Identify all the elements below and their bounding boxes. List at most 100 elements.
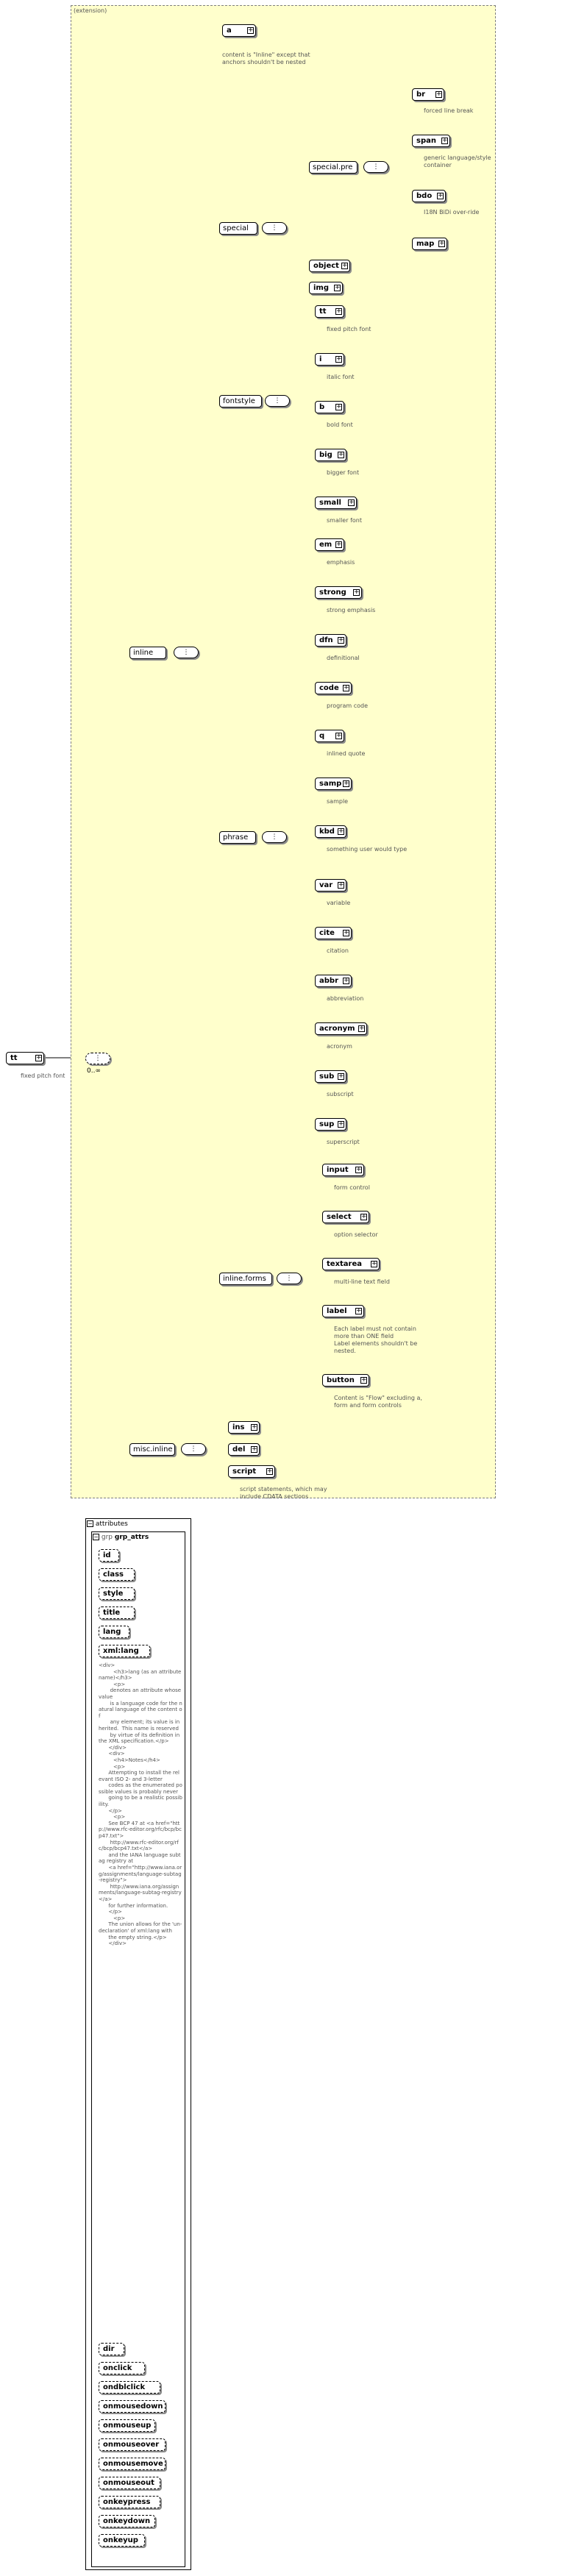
root-element-tt[interactable]: tt+ xyxy=(6,1052,44,1064)
element-bdo[interactable]: bdo+ xyxy=(412,190,446,202)
element-i[interactable]: i+ xyxy=(315,353,344,366)
attribute-ondblclick[interactable]: ondblclick xyxy=(99,2381,160,2394)
attribute-id[interactable]: id xyxy=(99,1549,119,1562)
collapse-icon[interactable]: − xyxy=(87,1520,93,1527)
expand-icon[interactable]: + xyxy=(338,828,344,835)
expand-icon[interactable]: + xyxy=(348,499,355,506)
expand-icon[interactable]: + xyxy=(338,1072,344,1080)
element-del[interactable]: del+ xyxy=(228,1443,260,1456)
expand-icon[interactable]: + xyxy=(338,636,344,644)
attributes-header[interactable]: − attributes xyxy=(87,1520,128,1529)
element-em[interactable]: em+ xyxy=(315,538,344,551)
element-span[interactable]: span+ xyxy=(412,135,450,147)
element-input[interactable]: input+ xyxy=(322,1164,364,1176)
element-br[interactable]: br+ xyxy=(412,88,444,101)
expand-icon[interactable]: + xyxy=(35,1054,42,1061)
expand-icon[interactable]: + xyxy=(343,929,349,936)
attribute-onmousedown[interactable]: onmousedown xyxy=(99,2400,166,2413)
expand-icon[interactable]: + xyxy=(335,732,342,739)
element-select[interactable]: select+ xyxy=(322,1211,369,1223)
expand-icon[interactable]: + xyxy=(358,1025,365,1032)
element-abbr[interactable]: abbr+ xyxy=(315,975,352,987)
attribute-title[interactable]: title xyxy=(99,1607,135,1619)
expand-icon[interactable]: + xyxy=(343,977,349,984)
group-phrase[interactable]: phrase xyxy=(219,831,256,844)
element-small[interactable]: small+ xyxy=(315,497,357,509)
expand-icon[interactable]: + xyxy=(343,684,349,691)
expand-icon[interactable]: + xyxy=(247,26,254,34)
choice-compositor-icon[interactable]: ⋮ xyxy=(262,831,287,843)
expand-icon[interactable]: + xyxy=(438,240,445,247)
attribute-group-header[interactable]: − grp grp_attrs xyxy=(93,1534,149,1541)
element-tt[interactable]: tt+ xyxy=(315,305,344,318)
element-sub[interactable]: sub+ xyxy=(315,1070,346,1083)
element-code[interactable]: code+ xyxy=(315,682,352,694)
choice-compositor-icon[interactable]: ⋮ xyxy=(277,1273,302,1284)
element-kbd[interactable]: kbd+ xyxy=(315,825,346,838)
group-inline-forms[interactable]: inline.forms xyxy=(219,1273,272,1285)
expand-icon[interactable]: + xyxy=(341,262,348,269)
expand-icon[interactable]: + xyxy=(338,451,344,458)
expand-icon[interactable]: + xyxy=(251,1445,257,1453)
attribute-onmousemove[interactable]: onmousemove xyxy=(99,2458,166,2470)
attribute-onkeydown[interactable]: onkeydown xyxy=(99,2515,155,2527)
element-map[interactable]: map+ xyxy=(412,238,447,250)
element-label[interactable]: label+ xyxy=(322,1305,364,1317)
element-a[interactable]: a+ xyxy=(222,24,256,37)
element-ins[interactable]: ins+ xyxy=(228,1421,260,1434)
expand-icon[interactable]: + xyxy=(334,284,341,291)
attribute-dir[interactable]: dir xyxy=(99,2343,124,2355)
expand-icon[interactable]: + xyxy=(441,137,448,144)
expand-icon[interactable]: + xyxy=(335,541,342,548)
element-samp[interactable]: samp+ xyxy=(315,778,352,790)
expand-icon[interactable]: + xyxy=(251,1423,257,1431)
attribute-onmouseover[interactable]: onmouseover xyxy=(99,2438,166,2451)
choice-compositor-icon[interactable]: ⋮ xyxy=(181,1443,206,1455)
element-button[interactable]: button+ xyxy=(322,1374,369,1387)
choice-compositor-icon[interactable]: ⋮ xyxy=(174,647,199,658)
attribute-xml-lang[interactable]: xml:lang xyxy=(99,1645,150,1657)
expand-icon[interactable]: + xyxy=(338,881,344,889)
expand-icon[interactable]: + xyxy=(266,1467,273,1475)
attribute-onmouseout[interactable]: onmouseout xyxy=(99,2477,160,2489)
collapse-icon[interactable]: − xyxy=(93,1534,99,1540)
choice-compositor-icon[interactable]: ⋮ xyxy=(85,1053,110,1064)
expand-icon[interactable]: + xyxy=(360,1213,367,1220)
element-strong[interactable]: strong+ xyxy=(315,586,362,599)
expand-icon[interactable]: + xyxy=(371,1260,377,1267)
expand-icon[interactable]: + xyxy=(355,1307,362,1314)
choice-compositor-icon[interactable]: ⋮ xyxy=(265,395,290,407)
element-object[interactable]: object+ xyxy=(309,260,350,272)
element-cite[interactable]: cite+ xyxy=(315,927,352,939)
choice-compositor-icon[interactable]: ⋮ xyxy=(262,222,287,234)
expand-icon[interactable]: + xyxy=(343,780,349,787)
group-fontstyle[interactable]: fontstyle xyxy=(219,395,262,408)
element-script[interactable]: script+ xyxy=(228,1465,275,1478)
choice-compositor-icon[interactable]: ⋮ xyxy=(363,161,388,173)
attribute-onkeypress[interactable]: onkeypress xyxy=(99,2496,160,2508)
group-special-pre[interactable]: special.pre xyxy=(309,161,358,174)
attribute-onmouseup[interactable]: onmouseup xyxy=(99,2419,155,2432)
expand-icon[interactable]: + xyxy=(355,1166,362,1173)
attribute-style[interactable]: style xyxy=(99,1587,135,1600)
expand-icon[interactable]: + xyxy=(360,1376,367,1384)
attribute-class[interactable]: class xyxy=(99,1568,135,1581)
element-textarea[interactable]: textarea+ xyxy=(322,1258,380,1270)
expand-icon[interactable]: + xyxy=(335,307,342,315)
attribute-onkeyup[interactable]: onkeyup xyxy=(99,2534,145,2547)
group-special[interactable]: special xyxy=(219,222,257,235)
element-q[interactable]: q+ xyxy=(315,730,344,742)
expand-icon[interactable]: + xyxy=(435,90,442,98)
element-var[interactable]: var+ xyxy=(315,879,346,892)
expand-icon[interactable]: + xyxy=(437,192,444,199)
expand-icon[interactable]: + xyxy=(338,1120,344,1128)
element-b[interactable]: b+ xyxy=(315,401,344,413)
element-big[interactable]: big+ xyxy=(315,449,346,461)
element-sup[interactable]: sup+ xyxy=(315,1118,346,1131)
expand-icon[interactable]: + xyxy=(335,403,342,410)
attribute-lang[interactable]: lang xyxy=(99,1626,129,1638)
element-dfn[interactable]: dfn+ xyxy=(315,634,346,647)
element-img[interactable]: img+ xyxy=(309,282,343,294)
expand-icon[interactable]: + xyxy=(335,355,342,363)
group-inline[interactable]: inline xyxy=(129,647,166,659)
